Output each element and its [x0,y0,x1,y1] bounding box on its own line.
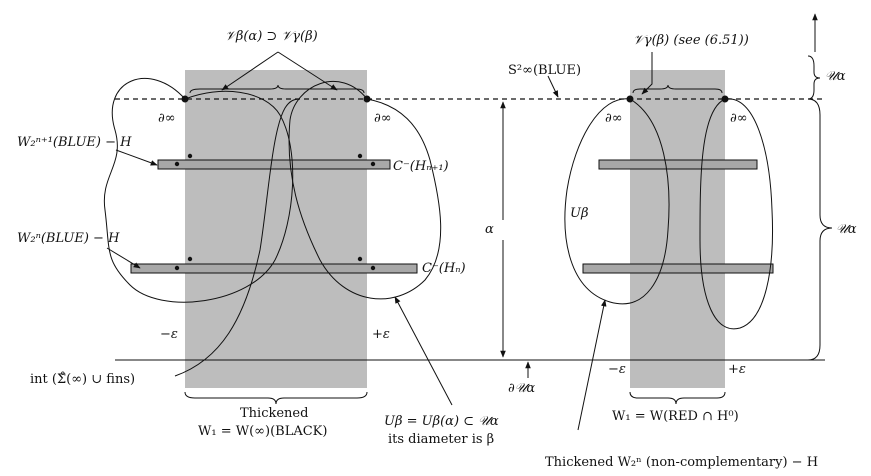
label-w2-n: W₂ⁿ(BLUE) − H [17,231,120,246]
label-s-infinity: S²∞(BLUE) [508,63,581,78]
label-c-hn: C⁻(Hₙ) [422,261,466,276]
bar-right-upper [598,159,758,170]
label-w1-black: W₁ = W(∞)(BLACK) [198,424,327,439]
label-u-alpha-right: 𝒰α [836,222,857,237]
arrow-int-sigma [174,98,301,377]
left-slab [185,70,367,388]
dot [187,153,193,159]
label-c-hn1: C⁻(Hₙ₊₁) [393,159,449,174]
arrow-vgamma [641,52,653,95]
label-w1-red: W₁ = W(RED ∩ H⁰) [612,409,739,424]
label-du-alpha: ∂𝒰α [508,381,535,396]
brace-u-alpha-top [807,55,821,100]
arrow-w2n [106,247,141,269]
label-v-beta-alpha: 𝒱β(α) ⊃ 𝒱γ(β) [225,29,318,44]
label-u-beta-def: Uβ = Uβ(α) ⊂ 𝒰α [384,414,499,429]
brace-bottom-left [184,391,368,405]
right-circle-region-outline [288,81,442,300]
bar-left-upper [157,159,391,170]
label-d-inf-4: ∂∞ [730,111,748,126]
arrow-u-beta [394,296,453,406]
label-w2-n1: W₂ⁿ⁺¹(BLUE) − H [17,135,132,150]
brace-u-alpha-right [807,98,833,361]
label-v-gamma-beta: 𝒱γ(β) (see (6.51)) [633,33,749,48]
bar-right-lower [582,263,774,274]
arrow-s-inf [547,75,559,98]
arrow-thickened-w2 [577,299,607,431]
left-blue-region-outline [103,78,294,303]
label-u-beta-inner: Uβ [570,206,588,221]
brace-top-right [632,84,723,94]
right-slab [630,70,725,388]
brace-bottom-right [629,391,726,405]
arrow-vbeta-right [277,51,338,91]
label-u-alpha-top: 𝒰α [825,69,846,84]
label-thickened-2: Thickened W₂ⁿ (non-complementary) − H [545,455,818,470]
label-alpha: α [485,222,494,237]
dot [357,153,363,159]
label-int-sigma: int (Σ̊(∞) ∪ fins) [30,371,135,387]
dot [370,161,376,167]
u-beta-region-outline [564,98,670,305]
dot [187,256,193,262]
label-thickened-1: Thickened [240,406,308,421]
dot [174,265,180,271]
label-plus-eps-2: +ε [728,362,746,377]
brace-top-left [189,84,365,94]
label-minus-eps-2: −ε [608,362,626,377]
label-plus-eps-1: +ε [372,327,390,342]
right-blob-outline [699,98,773,330]
label-d-inf-2: ∂∞ [374,111,392,126]
label-d-inf-3: ∂∞ [605,111,623,126]
arrow-vbeta-left [221,51,279,91]
dot [174,161,180,167]
label-d-inf-1: ∂∞ [158,111,176,126]
label-diameter: its diameter is β [388,432,494,447]
label-minus-eps-1: −ε [160,327,178,342]
dot [357,256,363,262]
bar-left-lower [130,263,418,274]
dot [370,265,376,271]
arrow-w2n1 [115,149,158,166]
